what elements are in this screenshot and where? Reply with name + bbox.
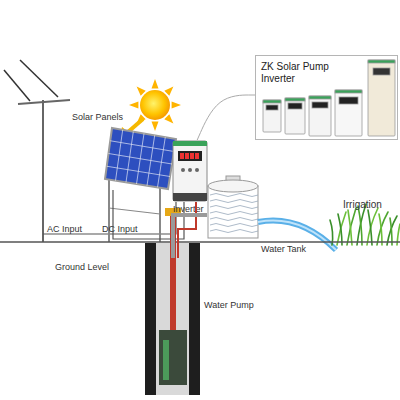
grass-part bbox=[357, 204, 366, 245]
grass-part bbox=[379, 214, 382, 245]
product-images-part bbox=[263, 100, 281, 132]
product-images-part bbox=[373, 68, 390, 75]
water-tank-part-part bbox=[210, 194, 258, 197]
callout-line bbox=[197, 95, 255, 140]
inverter-device-part bbox=[190, 153, 194, 159]
inverter-device bbox=[173, 141, 207, 201]
grass-part bbox=[338, 214, 342, 245]
product-box-fill bbox=[255, 55, 398, 140]
grass-part bbox=[368, 210, 372, 245]
water-tank-part-part bbox=[210, 212, 258, 215]
inverter-device-part bbox=[173, 141, 207, 146]
sun-symbol-part bbox=[140, 90, 170, 120]
input-label: AC Input bbox=[47, 224, 82, 235]
grass-part bbox=[337, 212, 346, 245]
product-images-part bbox=[312, 102, 328, 108]
edge-label: DC Input bbox=[102, 224, 138, 235]
power-pole bbox=[43, 100, 44, 242]
inverter-node: Inverter bbox=[172, 140, 208, 202]
product-images-part bbox=[309, 96, 331, 136]
product-images-part bbox=[335, 90, 362, 136]
inverter-device-part bbox=[180, 153, 184, 159]
product-box: ZK Solar Pump Inverter bbox=[255, 55, 398, 140]
water-tank-part-part bbox=[210, 206, 258, 209]
product-images-part bbox=[263, 100, 281, 103]
sun-symbol-part bbox=[129, 79, 181, 131]
water-tank-part-part bbox=[210, 230, 258, 233]
grass-part bbox=[387, 216, 397, 245]
water-tank bbox=[208, 176, 258, 238]
power-lines-part bbox=[20, 60, 58, 97]
node-label: Water Pump bbox=[204, 300, 254, 311]
water-tank-part bbox=[208, 186, 258, 238]
inverter-device-part bbox=[181, 168, 185, 172]
inverter-device-part bbox=[178, 151, 202, 161]
inverter-device-part bbox=[188, 168, 192, 172]
panel-stand-part bbox=[109, 208, 160, 214]
grass-part bbox=[358, 206, 362, 245]
panel-stand-part bbox=[159, 188, 161, 242]
pump-body-part bbox=[159, 330, 187, 385]
water-pipe bbox=[173, 215, 207, 258]
ground-line bbox=[0, 242, 400, 243]
product-images-part bbox=[266, 105, 278, 110]
grass-part bbox=[377, 212, 388, 245]
inverter-device-part bbox=[195, 153, 199, 159]
pump-body-part bbox=[170, 216, 176, 332]
power-lines-part bbox=[4, 70, 30, 101]
node-label: Inverter bbox=[173, 204, 204, 215]
ground-line-part bbox=[0, 241, 400, 243]
solar-panel-part bbox=[107, 130, 174, 188]
product-images-part bbox=[335, 90, 362, 93]
inverter-device-part bbox=[173, 193, 207, 201]
sunlight-arrow-part bbox=[128, 119, 143, 132]
pump-body bbox=[159, 208, 187, 385]
power-lines bbox=[4, 60, 70, 104]
grass-part bbox=[347, 208, 356, 245]
water-tank-part-part bbox=[210, 224, 258, 227]
solar-panel-part-part bbox=[107, 166, 170, 176]
grass bbox=[330, 204, 400, 245]
water-tank-node: Water Tank bbox=[207, 178, 259, 240]
product-images-part bbox=[309, 96, 331, 99]
product-images-part bbox=[285, 98, 305, 101]
node-label: Solar Panels bbox=[72, 112, 123, 123]
node-label: Water Tank bbox=[261, 244, 306, 255]
grass-part bbox=[390, 218, 392, 245]
water-tank-part bbox=[210, 194, 258, 233]
pump-cable bbox=[178, 202, 196, 258]
water-pump-node: Water Pump bbox=[158, 258, 188, 378]
irrigation-label: Irrigation bbox=[343, 199, 382, 210]
product-images-part bbox=[368, 60, 395, 136]
grass-part bbox=[348, 210, 352, 245]
product-images-part bbox=[368, 60, 395, 63]
product-box-fill-part bbox=[255, 55, 398, 140]
grass-part bbox=[367, 208, 378, 245]
water-tank-part bbox=[208, 180, 258, 192]
power-pole-part bbox=[42, 100, 44, 242]
pump-body-part bbox=[163, 340, 169, 380]
sun-symbol bbox=[129, 79, 181, 131]
water-tank-part-part bbox=[210, 200, 258, 203]
solar-panel bbox=[105, 128, 176, 189]
solar-panel-part-part bbox=[109, 154, 173, 165]
solar-panel-part-part bbox=[110, 141, 174, 152]
solar-panel-node: Solar Panels bbox=[105, 127, 177, 190]
ground-label: Ground Level bbox=[55, 262, 109, 273]
inverter-device-part bbox=[195, 168, 199, 172]
water-tank-part-part bbox=[210, 218, 258, 221]
inverter-device-part bbox=[173, 141, 207, 201]
product-images-part bbox=[339, 97, 358, 104]
product-images-part bbox=[288, 103, 302, 109]
product-images-part bbox=[285, 98, 305, 134]
node-label: ZK Solar Pump Inverter bbox=[261, 61, 361, 85]
inverter-device-part bbox=[185, 153, 189, 159]
solar-panel-part bbox=[105, 128, 176, 189]
